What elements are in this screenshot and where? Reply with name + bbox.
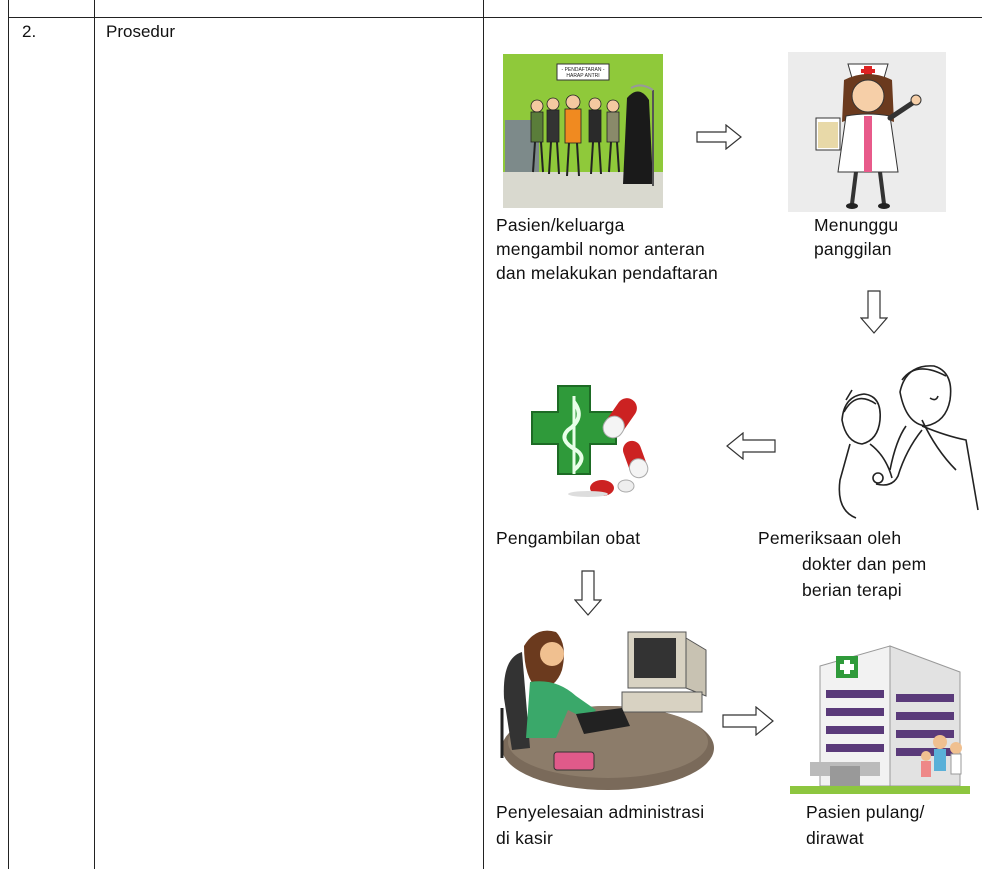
cashier-illustration [500,630,714,790]
arrow-down-1 [860,290,888,334]
step-3-caption-line2: dokter dan pem [802,554,927,574]
queue-registration-illustration: - PENDAFTARAN - HARAP ANTRI [503,54,663,208]
step-1-caption-line1: Pasien/keluarga [496,215,625,235]
left-border [8,0,9,869]
arrow-down-2 [574,570,602,616]
column-divider-1 [94,0,95,869]
step-6-caption-line2: dirawat [806,828,864,848]
arrow-right-2 [722,706,774,736]
step-5-caption-line2: di kasir [496,828,554,848]
column-divider-2 [483,0,484,869]
arrow-right-1 [696,124,742,150]
top-rule [8,17,982,18]
step-2-caption-line1: Menunggu [814,215,899,235]
doctor-examination-illustration [826,360,980,520]
nurse-illustration [788,52,946,212]
step-4-caption: Pengambilan obat [496,528,641,548]
row-title: Prosedur [106,22,175,41]
queue-sign-line1: - PENDAFTARAN - [562,67,605,73]
hospital-building-illustration [790,645,970,794]
step-5-caption-line1: Penyelesaian administrasi [496,802,705,822]
step-3-caption-line3: berian terapi [802,580,902,600]
step-1-caption-line2: mengambil nomor anteran [496,239,705,259]
arrow-left-1 [726,432,776,460]
step-6-caption-line1: Pasien pulang/ [806,802,925,822]
step-1-caption-line3: dan melakukan pendaftaran [496,263,718,283]
row-number: 2. [22,22,37,41]
step-3-caption-line1: Pemeriksaan oleh [758,528,902,548]
queue-sign-line2: HARAP ANTRI [566,73,599,79]
step-2-caption-line2: panggilan [814,239,892,259]
pharmacy-cross-illustration [531,385,649,497]
